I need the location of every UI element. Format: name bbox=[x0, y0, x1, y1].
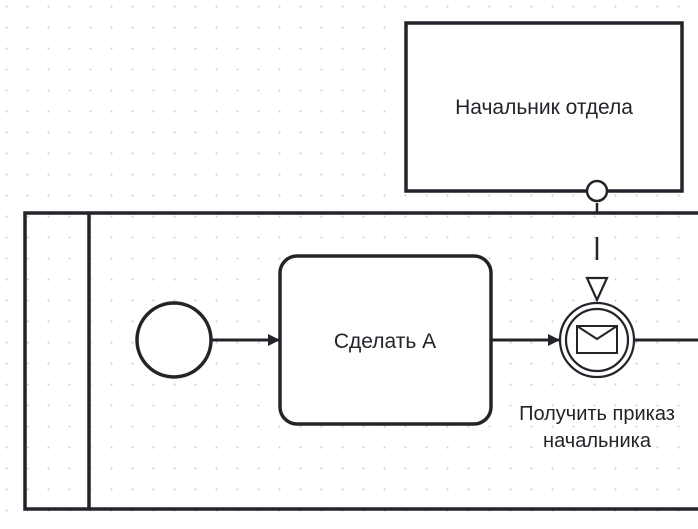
message-flow[interactable] bbox=[585, 179, 609, 303]
task-box[interactable] bbox=[278, 254, 493, 426]
participant-box[interactable] bbox=[404, 21, 684, 193]
participant-name: Начальник отдела bbox=[455, 96, 633, 119]
pool-border[interactable] bbox=[23, 211, 698, 511]
participant-main-pool[interactable] bbox=[23, 211, 698, 511]
task-sdelat-a[interactable]: Сделать А bbox=[278, 254, 493, 426]
participant-nachalnik-otdela[interactable]: Начальник отдела bbox=[404, 21, 684, 193]
event-label-line2: начальника bbox=[543, 430, 652, 452]
message-flow-arrowhead-icon bbox=[585, 276, 609, 303]
event-label-line1: Получить приказ bbox=[519, 403, 675, 425]
message-flow-source-circle-icon bbox=[585, 179, 609, 203]
task-label: Сделать А bbox=[334, 330, 436, 353]
message-catch-event[interactable]: Получить приказ начальника bbox=[519, 301, 675, 452]
envelope-icon bbox=[576, 325, 618, 354]
start-event[interactable] bbox=[135, 301, 213, 379]
